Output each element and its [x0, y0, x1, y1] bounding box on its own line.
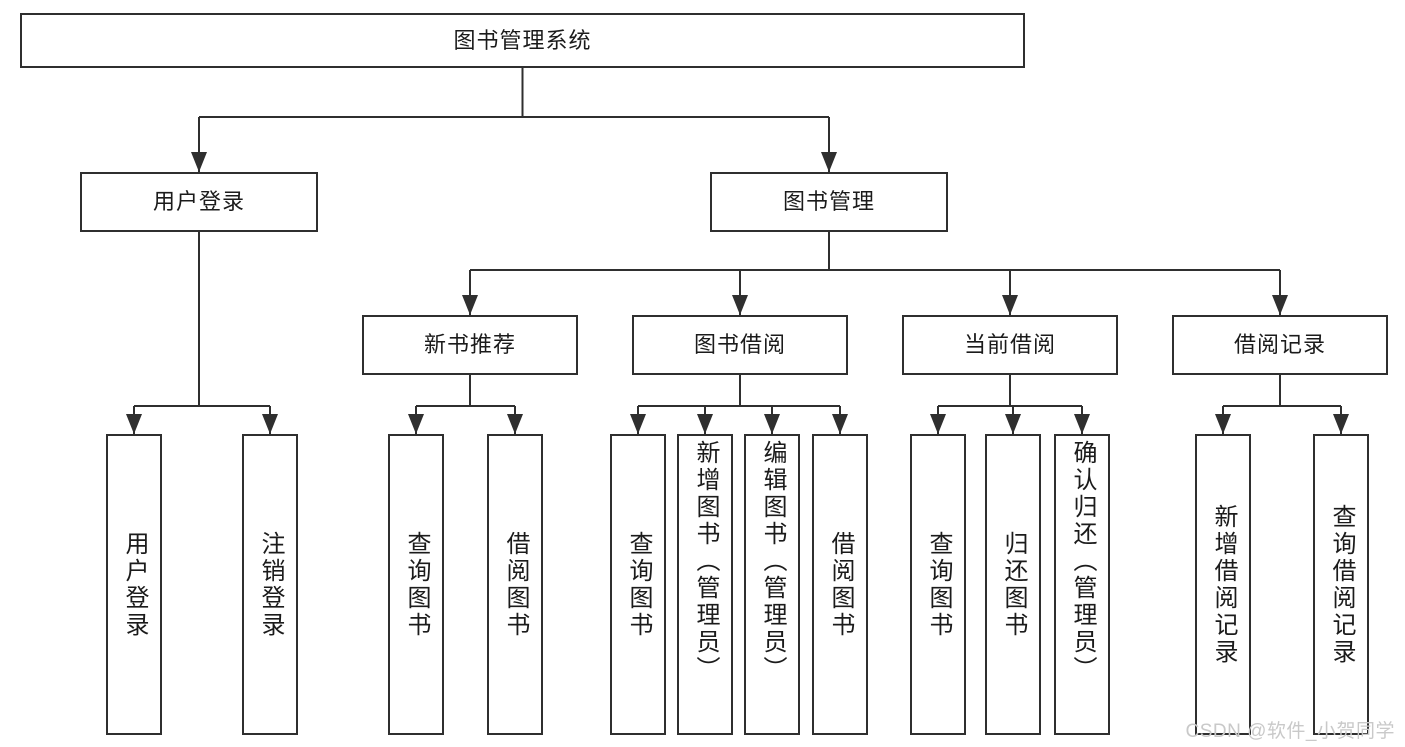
leaf-user-login-label: 用户登录	[121, 530, 148, 639]
leaf-borrow-query-label: 查询图书	[625, 530, 652, 639]
node-current-borrow-label: 当前借阅	[963, 332, 1056, 358]
leaf-current-return[interactable]: 归还图书	[985, 434, 1041, 735]
leaf-record-add[interactable]: 新增借阅记录	[1195, 434, 1251, 735]
leaf-newbook-borrow[interactable]: 借阅图书	[487, 434, 543, 735]
node-borrow-record[interactable]: 借阅记录	[1172, 315, 1388, 375]
node-root-label: 图书管理系统	[453, 27, 592, 53]
leaf-current-return-label: 归还图书	[1000, 530, 1027, 639]
leaf-user-logout-label: 注销登录	[257, 530, 284, 639]
leaf-current-query[interactable]: 查询图书	[910, 434, 966, 735]
leaf-user-logout[interactable]: 注销登录	[242, 434, 298, 735]
node-new-book[interactable]: 新书推荐	[362, 315, 578, 375]
leaf-record-add-label: 新增借阅记录	[1210, 503, 1237, 666]
node-current-borrow[interactable]: 当前借阅	[902, 315, 1118, 375]
leaf-user-login[interactable]: 用户登录	[106, 434, 162, 735]
node-user-login-label: 用户登录	[152, 189, 245, 215]
leaf-newbook-borrow-label: 借阅图书	[502, 530, 529, 639]
node-user-login[interactable]: 用户登录	[80, 172, 318, 232]
node-book-borrow-label: 图书借阅	[693, 332, 786, 358]
leaf-borrow-edit[interactable]: 编辑图书（管理员）	[744, 434, 800, 735]
node-book-manage[interactable]: 图书管理	[710, 172, 948, 232]
leaf-borrow-add[interactable]: 新增图书（管理员）	[677, 434, 733, 735]
node-new-book-label: 新书推荐	[423, 332, 516, 358]
leaf-borrow-borrow-label: 借阅图书	[827, 530, 854, 639]
leaf-current-query-label: 查询图书	[925, 530, 952, 639]
csdn-watermark: CSDN @软件_小贺同学	[1185, 721, 1395, 742]
node-root[interactable]: 图书管理系统	[20, 13, 1025, 68]
leaf-current-confirm-label: 确认归还（管理员）	[1069, 440, 1096, 683]
leaf-newbook-query-label: 查询图书	[403, 530, 430, 639]
node-book-borrow[interactable]: 图书借阅	[632, 315, 848, 375]
leaf-newbook-query[interactable]: 查询图书	[388, 434, 444, 735]
leaf-borrow-edit-label: 编辑图书（管理员）	[759, 440, 786, 683]
leaf-borrow-query[interactable]: 查询图书	[610, 434, 666, 735]
leaf-current-confirm[interactable]: 确认归还（管理员）	[1054, 434, 1110, 735]
leaf-borrow-borrow[interactable]: 借阅图书	[812, 434, 868, 735]
leaf-record-query-label: 查询借阅记录	[1328, 503, 1355, 666]
leaf-record-query[interactable]: 查询借阅记录	[1313, 434, 1369, 735]
node-book-manage-label: 图书管理	[782, 189, 875, 215]
leaf-borrow-add-label: 新增图书（管理员）	[692, 440, 719, 683]
node-borrow-record-label: 借阅记录	[1233, 332, 1326, 358]
